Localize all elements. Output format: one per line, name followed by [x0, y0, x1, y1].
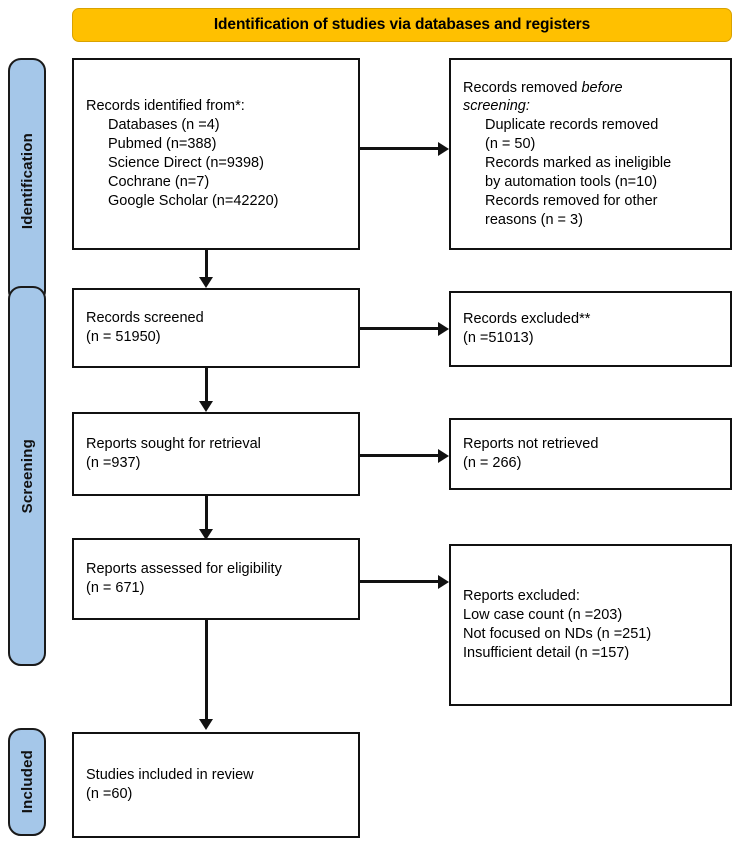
box-line: Records removed before: [463, 79, 720, 98]
box-line: (n = 51950): [86, 329, 161, 345]
box-reports-not-retrieved: Reports not retrieved (n = 266): [449, 418, 732, 490]
box-line-tail: :: [525, 98, 530, 115]
box-line: Records identified from*:: [86, 98, 245, 115]
box-line: Databases (n =4): [108, 117, 220, 134]
box-records-removed-before-screening: Records removed before screening: Duplic…: [449, 58, 732, 250]
stage-label-identification-text: Identification: [18, 132, 36, 230]
box-line: by automation tools (n=10): [485, 173, 658, 190]
connector-identified-to-screened: [205, 250, 208, 278]
arrowhead-assessed-to-excluded: [438, 575, 449, 589]
box-records-screened: Records screened (n = 51950): [72, 288, 360, 368]
box-line: (n = 50): [485, 136, 536, 153]
box-line-italic: before: [581, 79, 623, 96]
arrowhead-sought-to-not-retrieved: [438, 449, 449, 463]
stage-label-included-text: Included: [18, 750, 36, 814]
box-line: Insufficient detail (n =157): [463, 644, 630, 661]
box-line: Reports assessed for eligibility: [86, 561, 282, 578]
box-line: Records removed for other: [485, 192, 658, 209]
stage-label-screening: Screening: [8, 286, 46, 666]
arrowhead-identified-to-screened: [199, 277, 213, 288]
box-line: Reports excluded:: [463, 588, 580, 605]
box-line: (n =51013): [463, 330, 534, 346]
connector-sought-to-assessed: [205, 496, 208, 530]
box-line: Pubmed (n=388): [108, 136, 217, 153]
box-reports-assessed-for-eligibility: Reports assessed for eligibility (n = 67…: [72, 538, 360, 620]
box-records-identified: Records identified from*: Databases (n =…: [72, 58, 360, 250]
connector-assessed-to-excluded: [360, 580, 438, 583]
connector-sought-to-not-retrieved: [360, 454, 438, 457]
box-line: Cochrane (n=7): [108, 173, 210, 190]
arrowhead-screened-to-sought: [199, 401, 213, 412]
arrowhead-assessed-to-included: [199, 719, 213, 730]
box-line: Reports sought for retrieval: [86, 436, 261, 453]
box-line: screening:: [463, 97, 720, 116]
box-line-italic: screening: [463, 98, 526, 115]
stage-label-included: Included: [8, 728, 46, 836]
box-line: Not focused on NDs (n =251): [463, 626, 652, 642]
connector-screened-to-excluded: [360, 327, 438, 330]
box-records-excluded: Records excluded** (n =51013): [449, 291, 732, 367]
box-studies-included-in-review: Studies included in review (n =60): [72, 732, 360, 838]
box-line: (n =937): [86, 455, 141, 471]
arrowhead-identified-to-removed: [438, 142, 449, 156]
box-line: Low case count (n =203): [463, 607, 623, 624]
connector-assessed-to-included: [205, 620, 208, 720]
stage-label-identification: Identification: [8, 58, 46, 304]
box-line: Studies included in review: [86, 767, 254, 784]
box-line: Records marked as ineligible: [485, 155, 672, 171]
box-line: Google Scholar (n=42220): [108, 192, 279, 209]
stage-label-screening-text: Screening: [18, 438, 36, 514]
box-line: Records screened: [86, 310, 204, 327]
connector-screened-to-sought: [205, 368, 208, 402]
box-line: Duplicate records removed: [485, 117, 659, 134]
box-line: (n = 671): [86, 580, 145, 596]
box-line: Reports not retrieved: [463, 436, 599, 453]
box-reports-sought-for-retrieval: Reports sought for retrieval (n =937): [72, 412, 360, 496]
box-line: Records excluded**: [463, 311, 591, 328]
box-line: reasons (n = 3): [485, 211, 583, 228]
arrowhead-sought-to-assessed: [199, 529, 213, 540]
box-line: (n = 266): [463, 455, 522, 471]
connector-identified-to-removed: [360, 147, 438, 150]
box-line-lead: Records removed: [463, 79, 582, 96]
arrowhead-screened-to-excluded: [438, 322, 449, 336]
box-reports-excluded: Reports excluded: Low case count (n =203…: [449, 544, 732, 706]
box-line: (n =60): [86, 786, 133, 802]
phase-banner-identification-databases: Identification of studies via databases …: [72, 8, 732, 42]
box-line: Science Direct (n=9398): [108, 155, 264, 171]
